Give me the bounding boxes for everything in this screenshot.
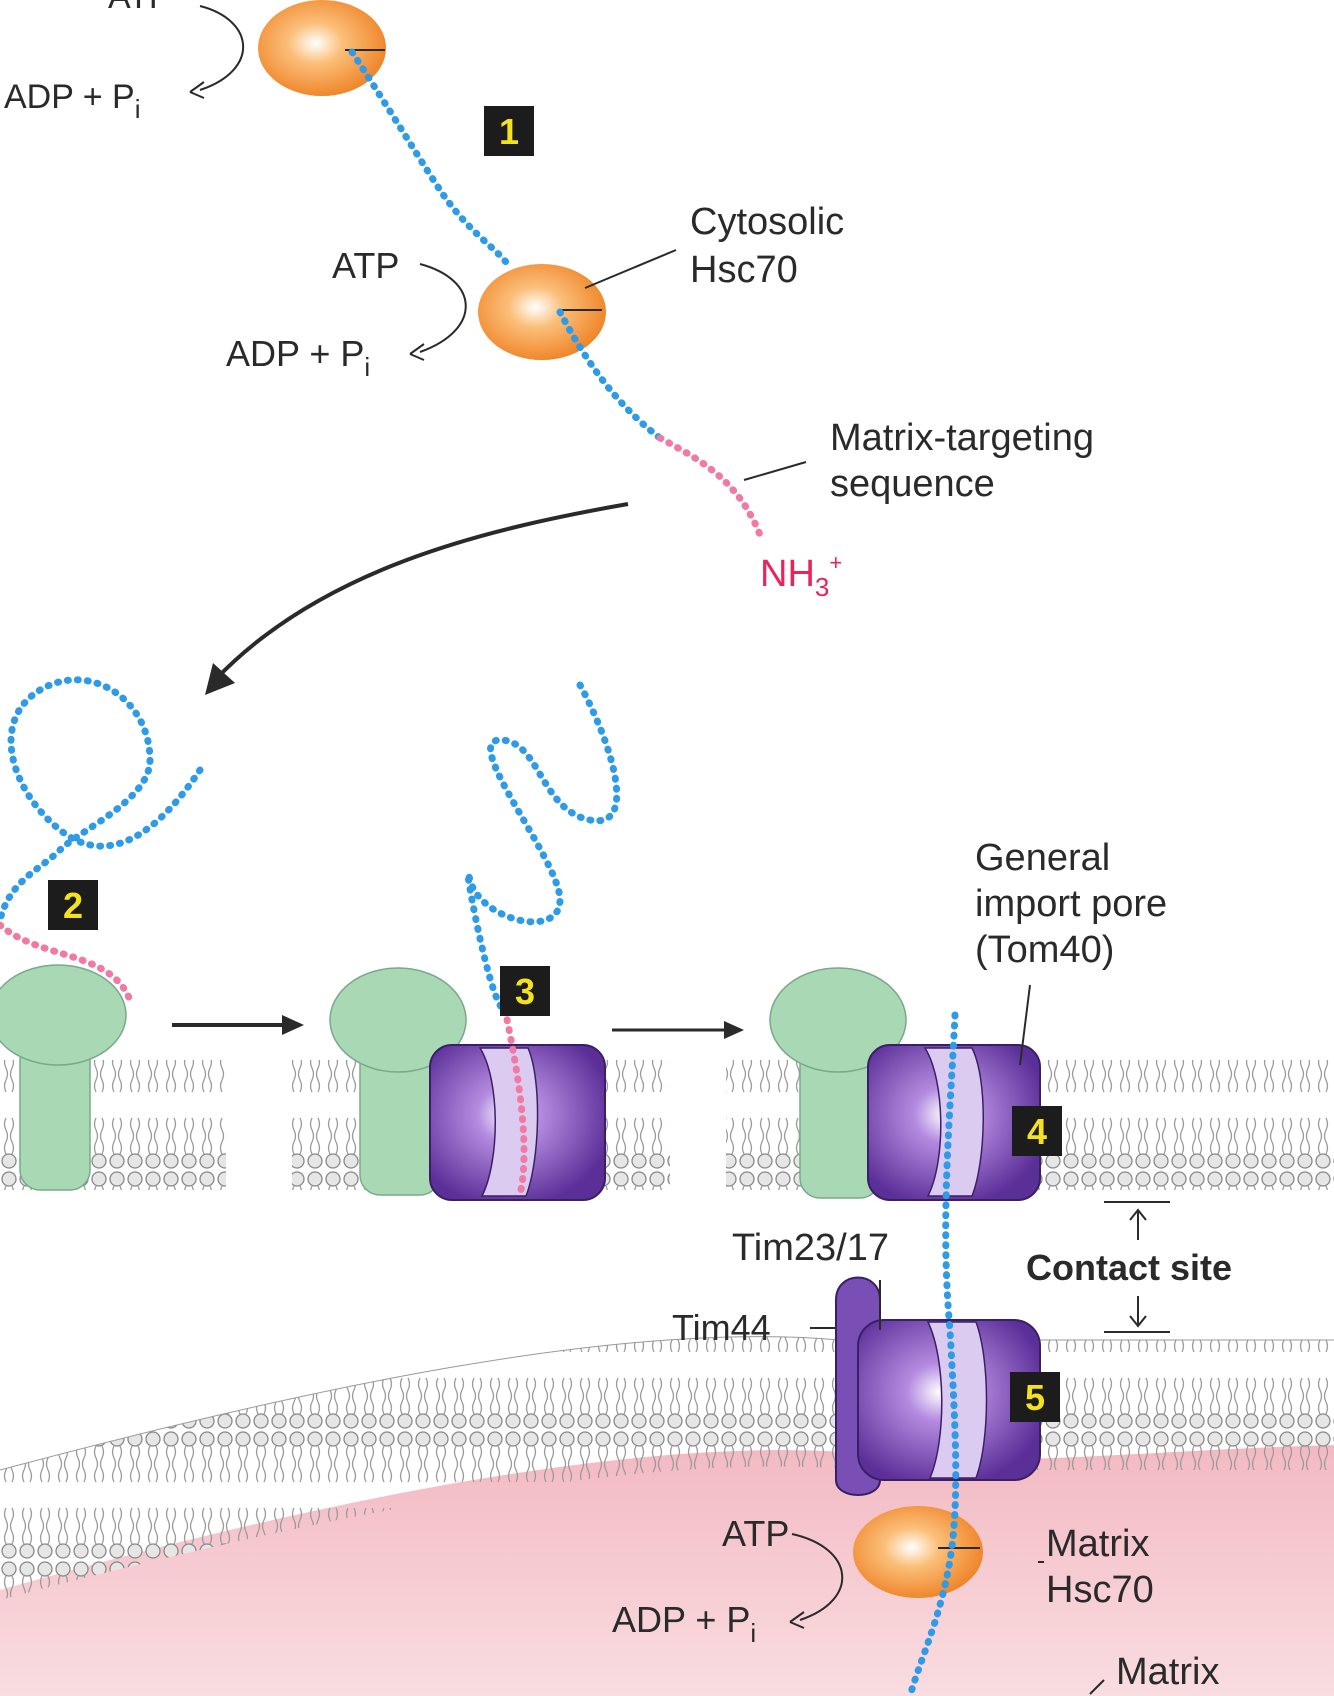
step-badge-4: 4 (1012, 1106, 1062, 1156)
matrix-hsc70-label-line2: Hsc70 (1046, 1569, 1154, 1611)
matrix-label: Matrix (1116, 1651, 1219, 1693)
import-receptor-4 (769, 967, 907, 1199)
svg-text:1: 1 (499, 111, 519, 152)
svg-text:2: 2 (63, 885, 83, 926)
contact-site-label: Contact site (1026, 1247, 1232, 1288)
adp-label-matrix: ADP + Pi (612, 1599, 756, 1648)
matrix-targeting-sequence-chain (656, 434, 766, 544)
polypeptide-chain-1 (348, 48, 664, 442)
adp-label-top: ADP + Pi (4, 78, 141, 124)
svg-text:4: 4 (1027, 1111, 1047, 1152)
atp-label-top: ATP (108, 0, 172, 16)
cytosolic-hsc70-label-line2: Hsc70 (690, 249, 798, 291)
svg-text:5: 5 (1025, 1377, 1045, 1418)
nh3-terminus-label: NH3+ (760, 550, 842, 602)
step-badge-2: 2 (48, 880, 98, 930)
contact-site-bracket (1104, 1201, 1170, 1333)
general-import-pore-label-line1: General (975, 837, 1110, 879)
tom40-general-import-pore (867, 1044, 1041, 1201)
cytosolic-hsc70 (478, 264, 606, 360)
import-receptor-3 (329, 967, 467, 1196)
step-badge-3: 3 (500, 966, 550, 1016)
adp-label-1: ADP + Pi (226, 333, 370, 382)
general-import-pore-label-line2: import pore (975, 883, 1167, 925)
matrix-targeting-label-line1: Matrix-targeting (830, 417, 1094, 459)
atp-label-matrix: ATP (722, 1513, 789, 1554)
tim44-label: Tim44 (672, 1307, 771, 1348)
polypeptide-chain-3 (464, 681, 621, 1014)
tim23-17-label: Tim23/17 (732, 1227, 889, 1269)
matrix-hsc70-label-line1: Matrix (1046, 1523, 1149, 1565)
tom40-pore-3 (429, 1044, 606, 1201)
tim23-17 (857, 1319, 1041, 1481)
transition-arrow-curved (213, 502, 629, 682)
step-badge-1: 1 (484, 106, 534, 156)
hsc70-top (258, 0, 386, 96)
general-import-pore-label-line3: (Tom40) (975, 929, 1114, 971)
import-receptor-2 (0, 964, 127, 1191)
matrix-targeting-label-line2: sequence (830, 463, 995, 505)
matrix-hsc70 (853, 1506, 983, 1598)
polypeptide-chain-2 (0, 676, 204, 924)
svg-text:3: 3 (515, 971, 535, 1012)
cytosolic-hsc70-label-line1: Cytosolic (690, 201, 844, 243)
atp-label-1: ATP (332, 245, 399, 286)
step-badge-5: 5 (1010, 1372, 1060, 1422)
polypeptide-chain-translocating (906, 1011, 960, 1696)
